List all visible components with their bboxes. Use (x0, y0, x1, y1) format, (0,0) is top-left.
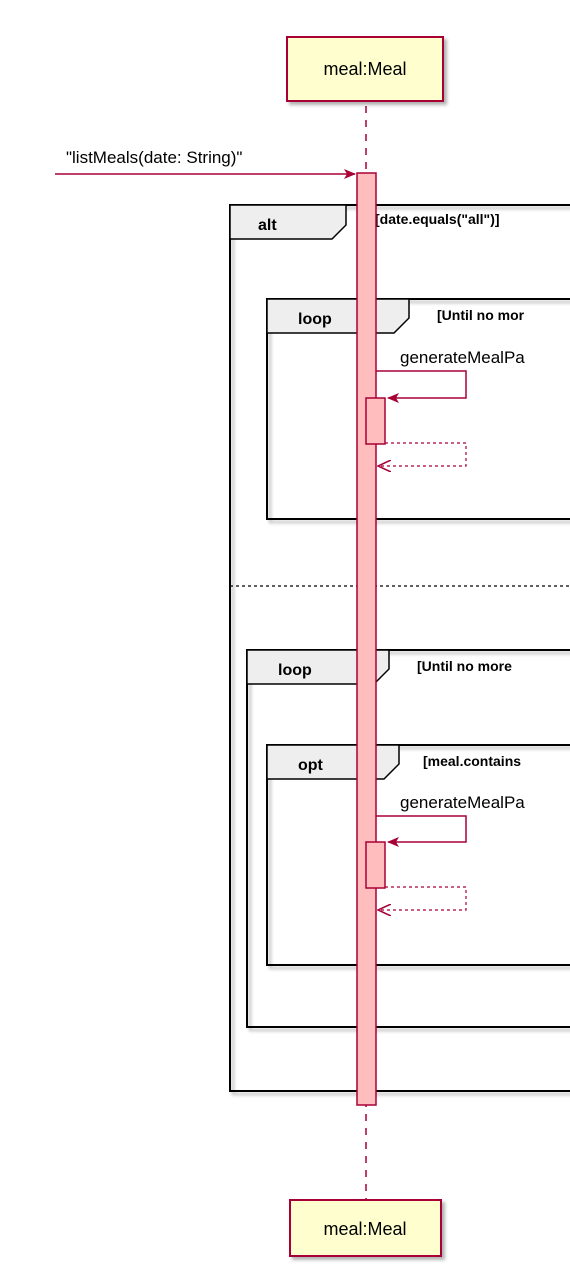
loop-fragment-1: loop [Until no mor (266, 298, 570, 520)
activation-bar-main (356, 172, 377, 1106)
activation-bar-nested-2 (365, 841, 386, 889)
self-call-2-label: generateMealPa (400, 793, 525, 812)
participant-top-label: meal:Meal (323, 59, 406, 79)
participant-top: meal:Meal (286, 36, 444, 102)
self-call-1-label: generateMealPa (400, 348, 525, 367)
activation-bar-nested-1 (365, 397, 386, 445)
self-call-1: generateMealPa (365, 348, 525, 466)
opt-fragment: opt [meal.contains (266, 744, 570, 966)
participant-bottom-label: meal:Meal (323, 1219, 406, 1239)
opt-guard: [meal.contains (423, 753, 521, 769)
incoming-message: "listMeals(date: String)" (55, 148, 356, 179)
participant-bottom: meal:Meal (289, 1199, 442, 1257)
loop-1-keyword: loop (298, 311, 332, 328)
loop-2-keyword: loop (278, 662, 312, 679)
alt-guard: [date.equals("all")] (375, 211, 500, 227)
loop-1-guard: [Until no mor (437, 307, 525, 323)
incoming-message-label: "listMeals(date: String)" (66, 148, 242, 167)
loop-2-guard: [Until no more (417, 658, 512, 674)
loop-fragment-2: loop [Until no more (246, 649, 570, 1028)
alt-fragment: alt [date.equals("all")] (229, 204, 570, 1092)
self-call-2: generateMealPa (365, 793, 525, 910)
alt-keyword: alt (258, 217, 277, 234)
opt-keyword: opt (298, 757, 324, 774)
